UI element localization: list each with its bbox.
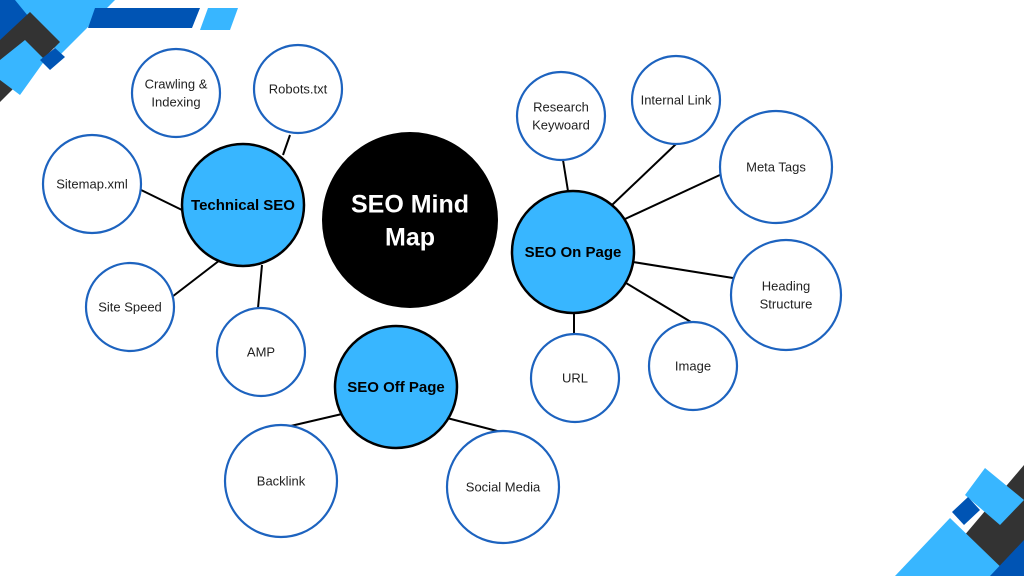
node-circle (718, 109, 834, 225)
node-circle (84, 261, 176, 353)
leaf-node[interactable]: Social Media (445, 429, 561, 545)
edge-on-page-4 (625, 282, 692, 323)
node-label: Structure (760, 297, 813, 312)
node-circle (647, 320, 739, 412)
node-label: Image (675, 359, 711, 374)
node-circle (529, 332, 621, 424)
edge-on-page-3 (632, 261, 734, 279)
edge-technical-3 (167, 259, 221, 301)
node-circle (223, 423, 339, 539)
node-label: Map (385, 223, 435, 251)
node-circle (729, 238, 843, 352)
leaf-node[interactable]: Meta Tags (718, 109, 834, 225)
edge-on-page-0 (562, 159, 569, 192)
node-circle (41, 133, 143, 235)
edge-technical-1 (282, 134, 291, 156)
leaf-node[interactable]: URL (529, 332, 621, 424)
node-label: Heading (762, 279, 810, 294)
node-circle (180, 142, 306, 268)
corner-decoration-top-left (0, 0, 238, 102)
node-circle (252, 43, 344, 135)
leaf-node[interactable]: Robots.txt (252, 43, 344, 135)
corner-decoration-bottom-right (895, 465, 1024, 576)
node-circle (630, 54, 722, 146)
node-label: AMP (247, 345, 275, 360)
node-label: SEO Mind (351, 190, 469, 218)
node-label: Meta Tags (746, 160, 806, 175)
edge-on-page-2 (624, 173, 723, 220)
node-label: Crawling & (145, 77, 208, 92)
branch-node-off-page[interactable]: SEO Off Page (333, 324, 459, 450)
edge-technical-4 (257, 264, 263, 309)
node-circle (322, 132, 498, 308)
leaf-node[interactable]: Backlink (223, 423, 339, 539)
node-label: Research (533, 100, 589, 115)
node-circle (215, 306, 307, 398)
branch-node-technical[interactable]: Technical SEO (180, 142, 306, 268)
node-label: Robots.txt (269, 82, 328, 97)
node-circle (333, 324, 459, 450)
leaf-node[interactable]: Sitemap.xml (41, 133, 143, 235)
leaf-node[interactable]: Crawling & Indexing (130, 47, 222, 139)
leaf-node[interactable]: Internal Link (630, 54, 722, 146)
branch-label: SEO On Page (525, 244, 622, 261)
edge-on-page-1 (611, 143, 677, 206)
node-label: Backlink (257, 474, 306, 489)
node-label: Sitemap.xml (56, 177, 128, 192)
leaf-node[interactable]: Site Speed (84, 261, 176, 353)
node-circle (510, 189, 636, 315)
node-label: Internal Link (641, 93, 712, 108)
node-circle (130, 47, 222, 139)
node-label: Indexing (151, 95, 200, 110)
edge-technical-2 (136, 187, 183, 211)
node-label: Site Speed (98, 300, 162, 315)
node-circle (515, 70, 607, 162)
node-circle (445, 429, 561, 545)
edge-off-page-1 (446, 417, 502, 433)
branch-label: Technical SEO (191, 197, 295, 214)
node-label: URL (562, 371, 588, 386)
node-label: Keywoard (532, 118, 590, 133)
node-label: Social Media (466, 480, 541, 495)
branch-label: SEO Off Page (347, 379, 445, 396)
leaf-node[interactable]: AMP (215, 306, 307, 398)
branch-node-on-page[interactable]: SEO On Page (510, 189, 636, 315)
leaf-node[interactable]: Image (647, 320, 739, 412)
